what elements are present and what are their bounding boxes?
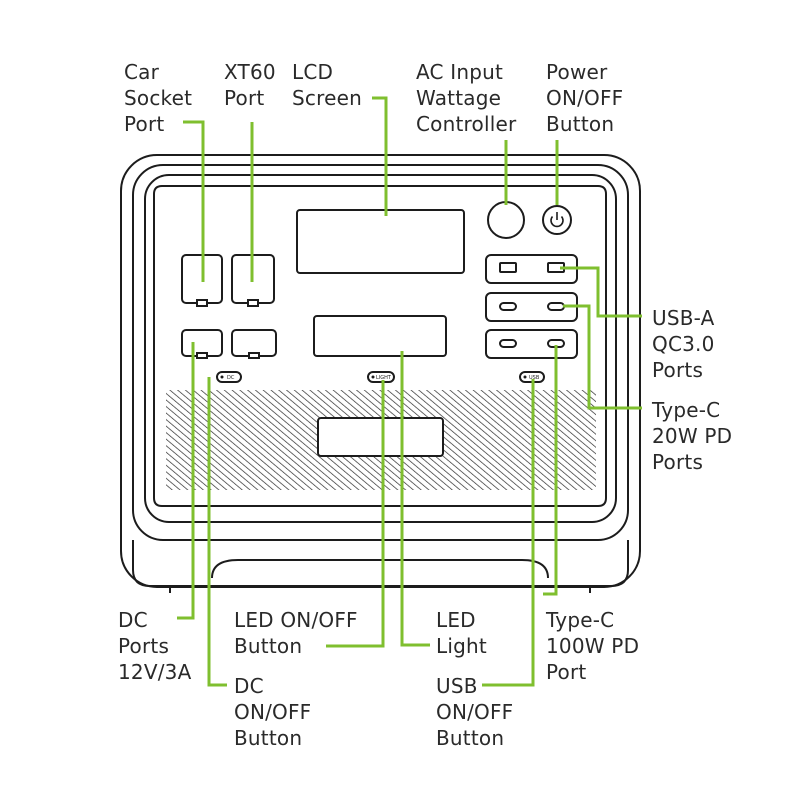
- leader-dc-button: [207, 377, 227, 687]
- led-button-dot: [371, 375, 375, 379]
- leader-car-socket: [183, 120, 205, 282]
- front-frame: [132, 164, 629, 541]
- car-socket-tab: [196, 299, 208, 307]
- label-power-button: Power ON/OFF Button: [546, 60, 624, 136]
- label-usb-button: USB ON/OFF Button: [436, 674, 514, 750]
- usb-button-text: USB: [529, 375, 540, 381]
- ac-input-knob: [487, 201, 525, 239]
- label-type-c-100w-port: Type-C 100W PD Port: [546, 608, 640, 684]
- leader-usb-a: [560, 266, 642, 318]
- label-dc-button: DC ON/OFF Button: [234, 674, 312, 750]
- dc-port-2-tab: [248, 352, 260, 359]
- label-xt60-port: XT60 Port: [224, 60, 276, 110]
- led-button-text: LIGHT: [376, 375, 392, 381]
- label-led-button: LED ON/OFF Button: [234, 608, 358, 658]
- usb-button-dot: [523, 375, 527, 379]
- leader-led-button: [326, 380, 385, 648]
- device-body: [120, 154, 641, 593]
- label-usb-a-ports: USB-A QC3.0 Ports: [652, 306, 715, 382]
- type-c-20w-port-2: [547, 302, 565, 311]
- xt60-tab: [247, 299, 259, 307]
- label-dc-ports: DC Ports 12V/3A: [118, 608, 192, 684]
- usb-a-port-1: [499, 262, 517, 273]
- leader-lcd: [372, 96, 388, 216]
- leader-usb-button: [482, 379, 535, 687]
- label-lcd-screen: LCD Screen: [292, 60, 362, 110]
- led-on-off-button: LIGHT: [367, 371, 395, 383]
- leader-dc-ports: [177, 342, 195, 620]
- type-c-100w-row: [485, 329, 578, 359]
- leader-lines: [177, 96, 642, 687]
- lcd-screen: [296, 209, 465, 274]
- led-light-window: [317, 417, 444, 457]
- label-led-light: LED Light: [436, 608, 487, 658]
- type-c-100w-port-1: [499, 339, 517, 348]
- panel-inner-border: [153, 185, 607, 507]
- handle-slot: [211, 559, 549, 579]
- dc-on-off-button: DC: [216, 371, 242, 383]
- leader-type-c-100w: [543, 345, 558, 596]
- led-button-body: [367, 371, 395, 383]
- label-car-socket-port: Car Socket Port: [124, 60, 193, 136]
- front-panel: [144, 174, 617, 523]
- dc-button-dot: [220, 375, 224, 379]
- left-ports: [181, 254, 277, 359]
- dc-button-text: DC: [227, 375, 235, 381]
- label-ac-input-controller: AC Input Wattage Controller: [416, 60, 517, 136]
- leader-led-light: [400, 351, 430, 647]
- leader-type-c-20w: [563, 304, 642, 410]
- dc-port-1-tab: [196, 352, 208, 359]
- dc-button-body: [216, 371, 242, 383]
- base: [132, 540, 629, 587]
- power-icon: [550, 212, 564, 228]
- type-c-20w-port-1: [499, 302, 517, 311]
- label-type-c-20w-ports: Type-C 20W PD Ports: [652, 398, 733, 474]
- lcd-secondary-window: [313, 315, 447, 357]
